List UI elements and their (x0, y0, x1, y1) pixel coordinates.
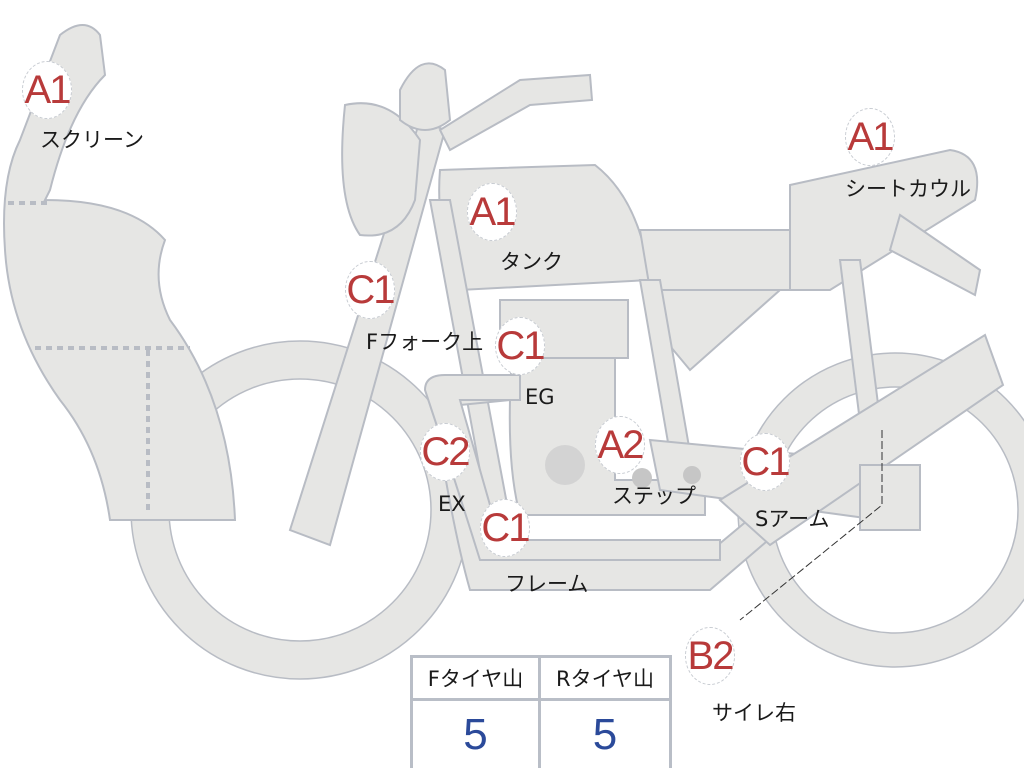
grade-marker-front-fork: C1 (345, 261, 396, 319)
rear-tire-value: 5 (592, 709, 618, 759)
grade-marker-screen: A1 (22, 61, 72, 119)
front-cowl (3, 24, 237, 521)
part-label-swing-arm: Sアーム (755, 507, 830, 531)
grade-marker-tank: A1 (467, 183, 517, 241)
part-label-exhaust: EX (438, 492, 466, 516)
silencer (718, 333, 1005, 547)
part-label-screen: スクリーン (40, 128, 144, 152)
grade-marker-exhaust: C2 (420, 423, 471, 481)
tire-tread-table: Fタイヤ山 Rタイヤ山 5 5 (410, 655, 672, 768)
part-label-silencer-right: サイレ右 (712, 701, 796, 725)
grade-marker-step: A2 (595, 416, 645, 474)
grade-marker-swing-arm: C1 (740, 433, 791, 491)
front-tire-header: Fタイヤ山 (413, 658, 541, 701)
rear-tire-header: Rタイヤ山 (541, 658, 669, 701)
leader-line (739, 430, 883, 621)
part-label-step: ステップ (612, 484, 696, 508)
part-label-seat-cowl: シートカウル (845, 177, 971, 201)
part-label-tank: タンク (500, 250, 563, 274)
part-label-frame: フレーム (505, 572, 589, 596)
grade-marker-seat-cowl: A1 (845, 108, 895, 166)
front-tire-value: 5 (413, 701, 541, 768)
part-label-engine: EG (525, 385, 555, 409)
part-label-front-fork: Fフォーク上 (366, 330, 484, 354)
grade-marker-silencer-right: B2 (685, 627, 735, 685)
grade-marker-frame: C1 (480, 499, 531, 557)
grade-marker-engine: C1 (495, 317, 546, 375)
